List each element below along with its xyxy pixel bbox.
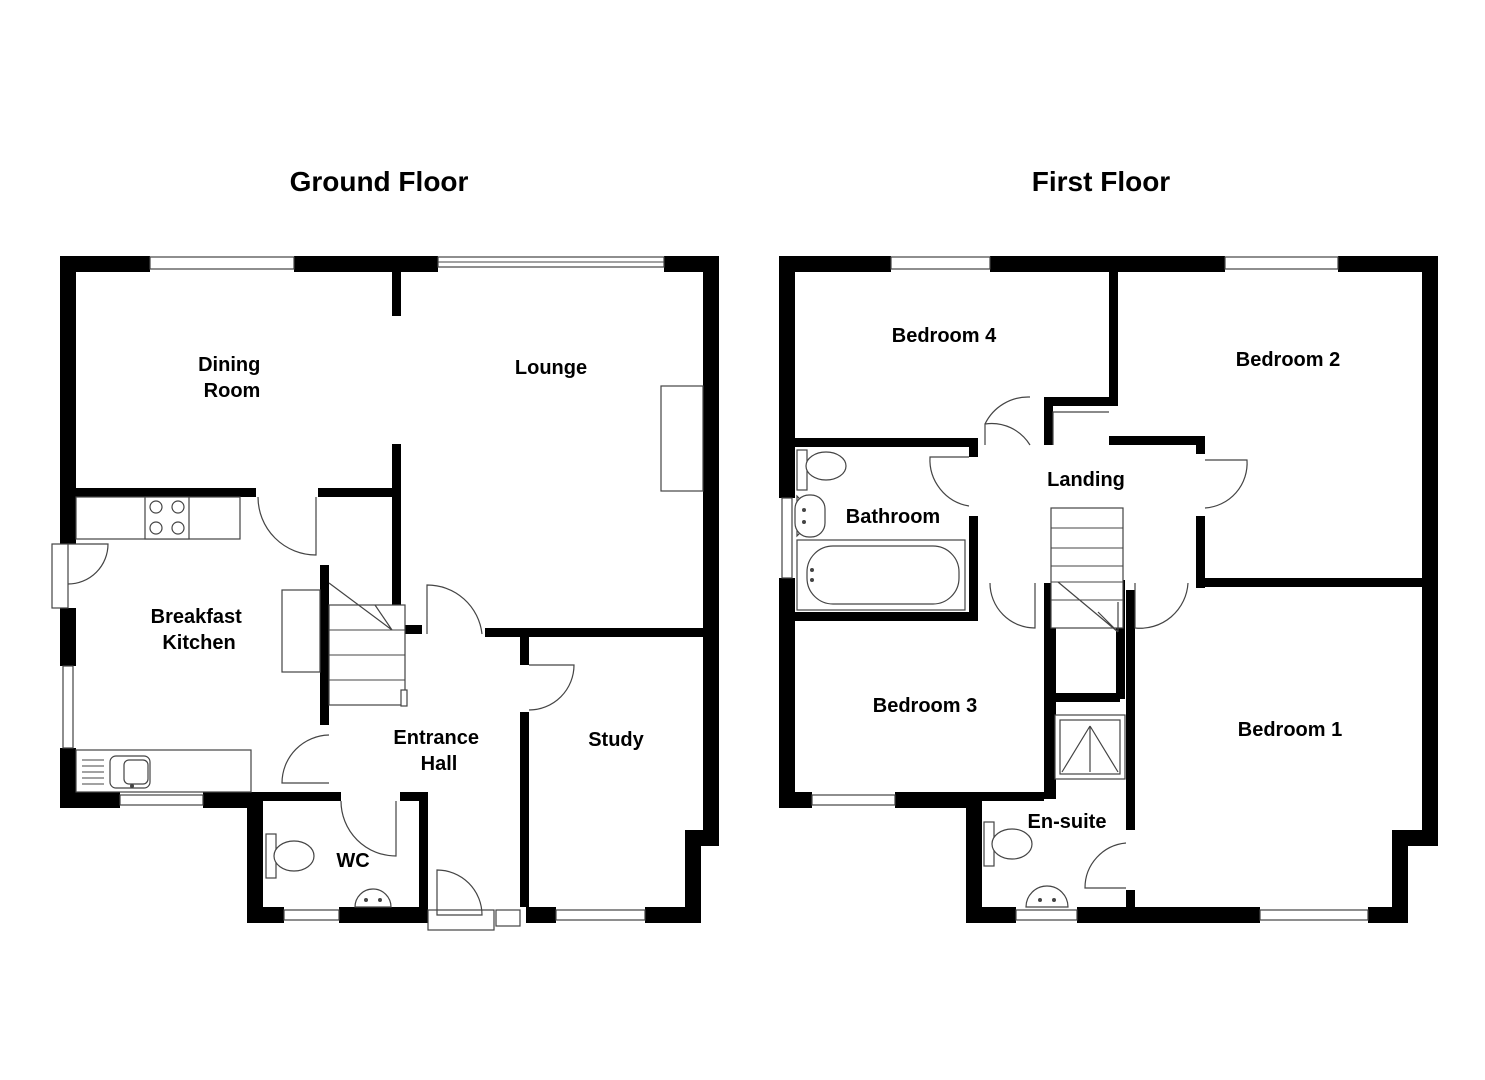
- room-label-en-suite: En-suite: [1028, 811, 1107, 833]
- first-external-walls: [779, 256, 1438, 923]
- bath-icon: [796, 539, 966, 611]
- room-label-study: Study: [588, 729, 644, 751]
- window-icon: [781, 497, 793, 579]
- door-swing-icon: [340, 800, 397, 857]
- first-floor-plan: Bedroom 4 Bedroom 2 Landing Bathroom Bed…: [779, 256, 1438, 923]
- ground-fixtures: [75, 385, 704, 908]
- side-door-icon: [51, 543, 69, 609]
- sink-icon: [82, 755, 151, 789]
- door-swing-icon: [929, 456, 970, 507]
- first-doors: [929, 396, 1248, 889]
- ground-room-labels: Dining Room Lounge Breakfast Kitchen Ent…: [151, 354, 645, 872]
- window-icon: [1015, 909, 1078, 921]
- window-icon: [119, 794, 204, 806]
- ground-floor-plan: Dining Room Lounge Breakfast Kitchen Ent…: [51, 256, 719, 931]
- window-icon: [495, 909, 521, 927]
- room-label-bedroom-1: Bedroom 1: [1238, 719, 1342, 741]
- room-label-bedroom-4: Bedroom 4: [892, 325, 997, 347]
- room-label-wc: WC: [336, 850, 369, 872]
- first-room-labels: Bedroom 4 Bedroom 2 Landing Bathroom Bed…: [846, 325, 1342, 833]
- ground-internal-walls: [76, 272, 703, 923]
- toilet-icon: [265, 833, 315, 879]
- window-icon: [283, 909, 340, 921]
- door-swing-icon: [281, 734, 330, 784]
- ground-windows: [62, 256, 665, 931]
- toilet-icon: [983, 821, 1033, 867]
- toilet-icon: [796, 449, 847, 491]
- door-swing-icon: [1204, 459, 1248, 509]
- basin-icon: [1025, 885, 1069, 908]
- window-icon: [890, 256, 991, 270]
- room-label-dining-room: Dining Room: [198, 354, 266, 402]
- room-label-breakfast-kitchen: Breakfast Kitchen: [151, 606, 248, 654]
- door-swing-icon: [436, 869, 483, 916]
- door-swing-icon: [257, 496, 317, 556]
- staircase-icon: [1050, 507, 1124, 633]
- basin-icon: [354, 888, 392, 908]
- window-icon: [149, 256, 295, 270]
- first-floor-title: First Floor: [1032, 166, 1171, 197]
- window-icon: [1259, 909, 1369, 921]
- shower-icon: [1054, 714, 1126, 780]
- window-icon: [555, 909, 646, 921]
- window-icon: [62, 665, 74, 749]
- door-swing-icon: [426, 584, 483, 635]
- front-door-icon: [427, 909, 495, 931]
- ground-floor-title: Ground Floor: [290, 166, 469, 197]
- first-internal-walls: [795, 272, 1422, 907]
- fireplace-icon: [660, 385, 704, 492]
- door-swing-icon: [989, 582, 1036, 629]
- door-swing-icon: [984, 422, 1031, 446]
- first-fixtures: [794, 449, 1126, 908]
- door-swing-icon: [67, 543, 109, 585]
- room-label-bathroom: Bathroom: [846, 506, 940, 528]
- window-icon: [1224, 256, 1339, 270]
- door-swing-icon: [528, 664, 575, 711]
- room-label-landing: Landing: [1047, 469, 1125, 491]
- room-label-entrance-hall: Entrance Hall: [393, 727, 484, 775]
- room-label-bedroom-2: Bedroom 2: [1236, 349, 1340, 371]
- door-swing-icon: [1084, 842, 1127, 889]
- kitchen-worktop-icon: [75, 749, 252, 793]
- room-label-bedroom-3: Bedroom 3: [873, 695, 977, 717]
- door-swing-icon: [1134, 582, 1189, 629]
- kitchen-unit-icon: [281, 589, 321, 673]
- first-windows: [781, 256, 1369, 921]
- window-icon: [811, 794, 896, 806]
- ground-doors: [51, 496, 575, 916]
- staircase-icon: [328, 582, 408, 707]
- room-label-lounge: Lounge: [515, 357, 587, 379]
- basin-icon: [794, 494, 826, 538]
- ground-external-walls: [60, 256, 719, 923]
